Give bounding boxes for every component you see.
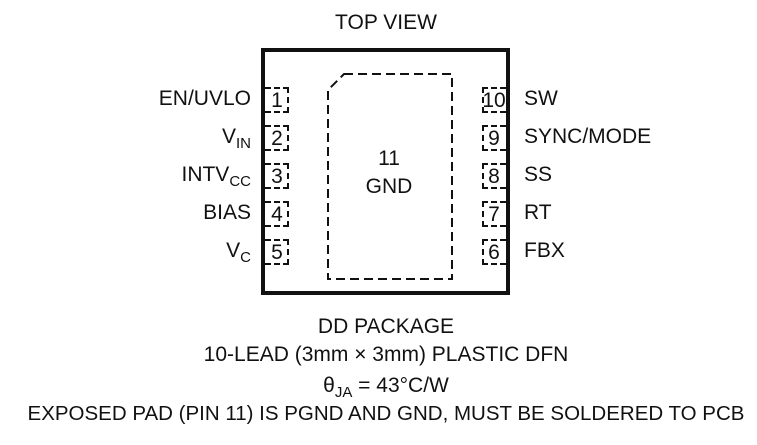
pin-1-pad [265,87,289,113]
pin-3-pad [265,163,289,189]
pin-7-number: 7 [488,203,500,226]
pin-7-pad [482,201,506,227]
pad-number: 11 [378,147,400,170]
thermal-resistance: θJA = 43°C/W [323,374,449,401]
top-view-label: TOP VIEW [335,11,437,34]
package-outline: 11 GND 1 2 3 4 5 10 9 8 7 6 [261,48,510,295]
pin-5-number: 5 [271,241,283,264]
pin-7-name: RT [524,201,552,224]
exposed-pad [327,73,453,280]
pin-3-number: 3 [271,165,283,188]
pin-8-name: SS [524,163,553,186]
pin-4-number: 4 [271,203,283,226]
pin-1-name: EN/UVLO [158,87,251,110]
pin-10-pad [482,87,506,113]
pin-3-name: INTVCC [181,163,251,190]
pin-8-number: 8 [488,165,500,188]
pin-2-name: VIN [221,125,251,152]
pin-10-name: SW [524,87,558,110]
pin-2-number: 2 [271,127,283,150]
package-description: 10-LEAD (3mm × 3mm) PLASTIC DFN [203,343,569,366]
pin-4-name: BIAS [203,201,251,224]
pin-9-name: SYNC/MODE [524,125,652,148]
pin-5-name: VC [226,239,251,266]
pin-6-name: FBX [524,239,565,262]
package-name: DD PACKAGE [317,315,455,338]
pin-6-number: 6 [488,241,500,264]
pin-4-pad [265,201,289,227]
pin-2-pad [265,125,289,151]
exposed-pad-note: EXPOSED PAD (PIN 11) IS PGND AND GND, MU… [27,402,745,425]
pin-5-pad [265,239,289,265]
pad-label: GND [365,175,413,198]
pin-8-pad [482,163,506,189]
pin-10-number: 10 [482,89,506,112]
pin-6-pad [482,239,506,265]
pin-9-pad [482,125,506,151]
pin-9-number: 9 [488,127,500,150]
pin-1-number: 1 [271,89,283,112]
